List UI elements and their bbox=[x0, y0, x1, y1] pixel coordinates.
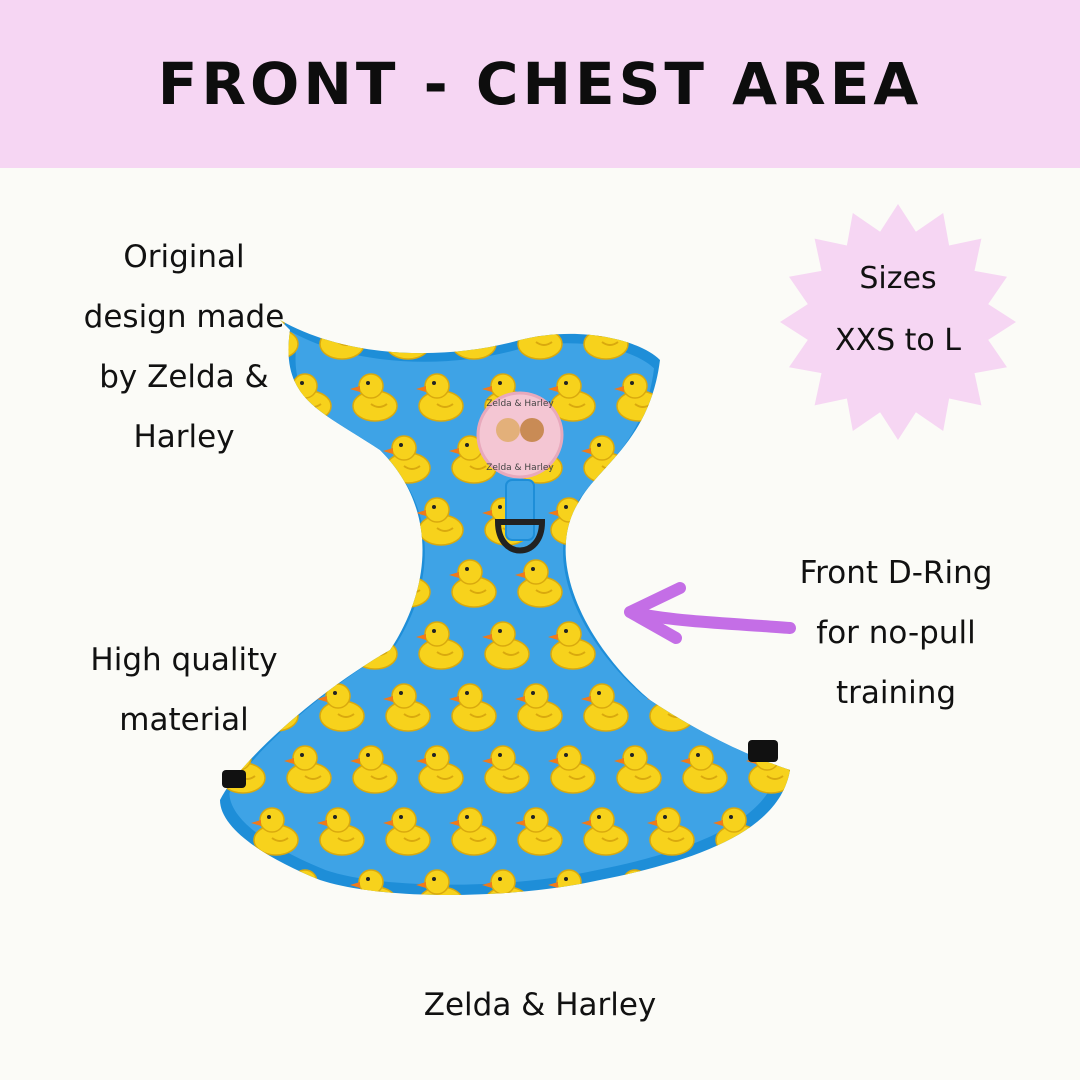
duck-icon bbox=[316, 435, 365, 484]
header-banner: FRONT - CHEST AREA bbox=[0, 0, 1080, 168]
duck-icon bbox=[646, 435, 695, 484]
buckle-icon bbox=[222, 770, 246, 788]
duck-icon bbox=[382, 320, 431, 360]
duck-icon bbox=[712, 320, 761, 360]
caption-material: High quality material bbox=[64, 630, 304, 750]
duck-icon bbox=[220, 435, 233, 484]
duck-icon bbox=[778, 435, 790, 484]
brand-name: Zelda & Harley bbox=[423, 987, 657, 1023]
duck-icon bbox=[250, 683, 299, 732]
duck-icon bbox=[580, 320, 629, 360]
caption-line: Original bbox=[123, 239, 245, 275]
duck-icon bbox=[316, 559, 365, 608]
harness-image: Zelda & Harley Zelda & Harley bbox=[220, 320, 790, 895]
caption-line: High quality bbox=[90, 642, 278, 678]
duck-icon bbox=[220, 320, 233, 360]
duck-icon bbox=[745, 497, 790, 546]
buckle-icon bbox=[748, 740, 778, 762]
size-badge-text: Sizes XXS to L bbox=[778, 248, 1018, 372]
duck-icon bbox=[220, 621, 266, 670]
size-badge-line: XXS to L bbox=[834, 323, 962, 358]
duck-icon bbox=[220, 683, 233, 732]
duck-icon bbox=[679, 869, 728, 895]
size-badge-starburst bbox=[780, 204, 1016, 440]
starburst-shape bbox=[780, 204, 1016, 440]
caption-d-ring: Front D-Ring for no-pull training bbox=[770, 543, 1022, 723]
caption-line: Harley bbox=[133, 419, 235, 455]
duck-icon bbox=[349, 497, 398, 546]
duck-icon bbox=[448, 320, 497, 360]
duck-icon bbox=[778, 807, 790, 856]
duck-icon bbox=[745, 869, 790, 895]
duck-icon bbox=[613, 869, 662, 895]
duck-icon bbox=[250, 320, 299, 360]
caption-original-design: Original design made by Zelda & Harley bbox=[64, 227, 304, 467]
duck-icon bbox=[745, 373, 790, 422]
caption-line: Front D-Ring bbox=[799, 555, 993, 591]
duck-icon bbox=[220, 373, 266, 422]
duck-icon bbox=[712, 435, 761, 484]
caption-line: training bbox=[835, 675, 957, 711]
tag-text-top: Zelda & Harley bbox=[486, 399, 554, 409]
duck-icon bbox=[283, 621, 332, 670]
duck-icon bbox=[514, 320, 563, 360]
duck-icon bbox=[778, 683, 790, 732]
duck-icon bbox=[250, 435, 299, 484]
duck-icon bbox=[679, 497, 728, 546]
size-badge-line: Sizes bbox=[859, 261, 937, 296]
duck-icon bbox=[316, 320, 365, 360]
duck-icon bbox=[220, 869, 266, 895]
brand-footer: Zelda & Harley bbox=[340, 975, 740, 1035]
brand-tag: Zelda & Harley Zelda & Harley bbox=[476, 391, 564, 479]
duck-icon bbox=[220, 559, 233, 608]
duck-icon bbox=[679, 373, 728, 422]
duck-icon bbox=[349, 621, 398, 670]
duck-icon bbox=[613, 497, 662, 546]
d-ring-icon bbox=[494, 479, 546, 554]
duck-icon bbox=[712, 683, 761, 732]
duck-icon bbox=[646, 320, 695, 360]
arrow-left-icon bbox=[624, 582, 796, 644]
caption-line: material bbox=[119, 702, 249, 738]
duck-icon bbox=[778, 320, 790, 360]
duck-icon bbox=[283, 497, 332, 546]
duck-icon bbox=[220, 497, 266, 546]
caption-line: for no-pull bbox=[816, 615, 976, 651]
tag-text-bottom: Zelda & Harley bbox=[486, 463, 554, 473]
duck-icon bbox=[646, 683, 695, 732]
caption-line: by Zelda & bbox=[99, 359, 269, 395]
caption-line: design made bbox=[83, 299, 285, 335]
page-title: FRONT - CHEST AREA bbox=[157, 50, 923, 118]
duck-icon bbox=[250, 559, 299, 608]
